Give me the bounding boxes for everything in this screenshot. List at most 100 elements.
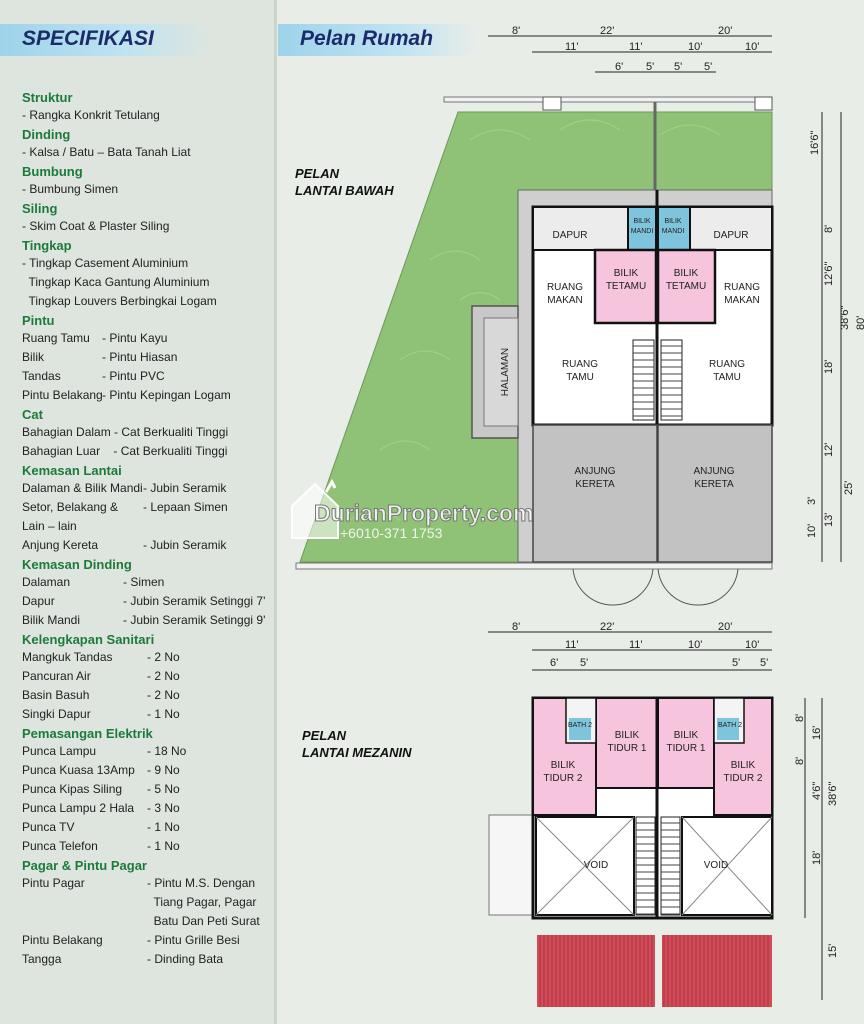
room-label: BATH 2 [718, 722, 742, 729]
spec-value: - Jubin Seramik Setinggi 7' [123, 594, 266, 608]
spec-heading: Bumbung [22, 164, 83, 179]
spec-value: - Jubin Seramik [143, 538, 227, 552]
spec-value: - 1 No [147, 707, 180, 721]
room-label-halaman: HALAMAN [500, 348, 511, 396]
dimension-label: 10' [688, 41, 702, 53]
kitchen-right [689, 206, 773, 251]
dimension-label: 5' [580, 657, 588, 669]
pelan-rumah-title: Pelan Rumah [300, 27, 434, 50]
spec-line: Bilik [22, 350, 45, 364]
mezzanine-floor-plan [488, 696, 774, 1007]
spec-line: Setor, Belakang & [22, 500, 119, 514]
spec-heading: Siling [22, 201, 58, 216]
dimension-label: 6' [615, 61, 623, 73]
spec-value: - 9 No [147, 763, 180, 777]
dimension-label: 8' [512, 25, 520, 37]
spec-line: Tandas [22, 369, 61, 383]
spec-heading: Cat [22, 407, 43, 422]
spec-line: Tingkap Kaca Gantung Aluminium [22, 275, 210, 289]
spec-value: Tiang Pagar, Pagar [147, 895, 257, 909]
spec-value: - Simen [123, 575, 165, 589]
watermark-brand: DurianProperty.com [313, 500, 534, 527]
dimension-label: 5' [674, 61, 682, 73]
spec-value: - 2 No [147, 669, 180, 683]
dimension-label: 5' [760, 657, 768, 669]
dimension-label: 12'6" [823, 262, 835, 286]
spec-line: Bahagian Luar - Cat Berkualiti Tinggi [22, 444, 228, 458]
spec-line: Dapur [22, 594, 55, 608]
bedroom1-left [595, 697, 658, 789]
dimension-label: 10' [745, 41, 759, 53]
kitchen-left [532, 206, 629, 251]
spec-heading: Kelengkapan Sanitari [22, 632, 155, 647]
dimension-label: 5' [732, 657, 740, 669]
spec-value: Batu Dan Peti Surat [147, 914, 260, 928]
spec-line: Dalaman [22, 575, 71, 589]
dimension-label: 4'6" [811, 782, 823, 800]
spec-line: Punca Telefon [22, 839, 98, 853]
bathroom-right [657, 206, 691, 251]
watermark: DurianProperty.com +6010-371 1753 [288, 478, 588, 548]
spec-heading: Kemasan Dinding [22, 557, 132, 572]
dimension-label: 25' [843, 481, 855, 495]
specification-panel: SPECIFIKASI Struktur- Rangka Konkrit Tet… [0, 0, 277, 1024]
spec-value: - 5 No [147, 782, 180, 796]
spec-value: - 2 No [147, 650, 180, 664]
spec-line: - Tingkap Casement Aluminium [22, 256, 189, 270]
dimension-label: 22' [600, 25, 614, 37]
spec-line: Punca Kuasa 13Amp [22, 763, 135, 777]
guest-room-left [593, 248, 658, 325]
dimension-label: 38'6" [839, 306, 851, 330]
spec-line: Punca TV [22, 820, 75, 834]
spec-line: Bahagian Dalam - Cat Berkualiti Tinggi [22, 425, 229, 439]
room-label: VOID [704, 860, 728, 871]
spec-line: Basin Basuh [22, 688, 90, 702]
mezzanine-plan-label-line1: PELAN [302, 728, 347, 743]
spec-line: Singki Dapur [22, 707, 91, 721]
spec-heading: Tingkap [22, 238, 72, 253]
spec-line: Tangga [22, 952, 62, 966]
spec-value: - 1 No [147, 839, 180, 853]
dimension-label: 3' [806, 497, 818, 505]
dimension-label: 16' [811, 726, 823, 740]
spec-value: - Pintu Grille Besi [147, 933, 240, 947]
spec-line: Punca Lampu 2 Hala [22, 801, 135, 815]
spec-line: Pintu Belakang [22, 933, 103, 947]
dimension-label: 10' [745, 639, 759, 651]
spec-line: Pintu Pagar [22, 876, 85, 890]
spec-value: - Jubin Seramik [143, 481, 227, 495]
dimension-label: 5' [646, 61, 654, 73]
spec-line: Pancuran Air [22, 669, 91, 683]
spec-value: - 18 No [147, 744, 187, 758]
spec-value: - 1 No [147, 820, 180, 834]
dimension-label: 13' [823, 513, 835, 527]
dimension-label: 6' [550, 657, 558, 669]
spec-line: Punca Kipas Siling [22, 782, 123, 796]
spec-line: - Rangka Konkrit Tetulang [22, 108, 160, 122]
room-label: VOID [584, 860, 608, 871]
spec-heading: Struktur [22, 90, 73, 105]
spec-line: Ruang Tamu [22, 331, 90, 345]
front-fence [295, 562, 773, 570]
pelan-rumah-banner: Pelan Rumah [278, 24, 478, 56]
dimension-label: 11' [629, 639, 643, 651]
spec-value: - Pintu M.S. Dengan [147, 876, 256, 890]
watermark-house-icon [291, 478, 339, 539]
spec-line: Bilik Mandi [22, 613, 81, 627]
rear-fence [443, 96, 773, 103]
watermark-phone: +6010-371 1753 [340, 525, 443, 541]
dimension-label: 8' [823, 225, 835, 233]
spec-line: Punca Lampu [22, 744, 97, 758]
spec-value: - Jubin Seramik Setinggi 9' [123, 613, 266, 627]
spec-value: - Pintu Kayu [102, 331, 168, 345]
spec-line: Pintu Belakang [22, 388, 103, 402]
car-porch-left [532, 424, 658, 563]
